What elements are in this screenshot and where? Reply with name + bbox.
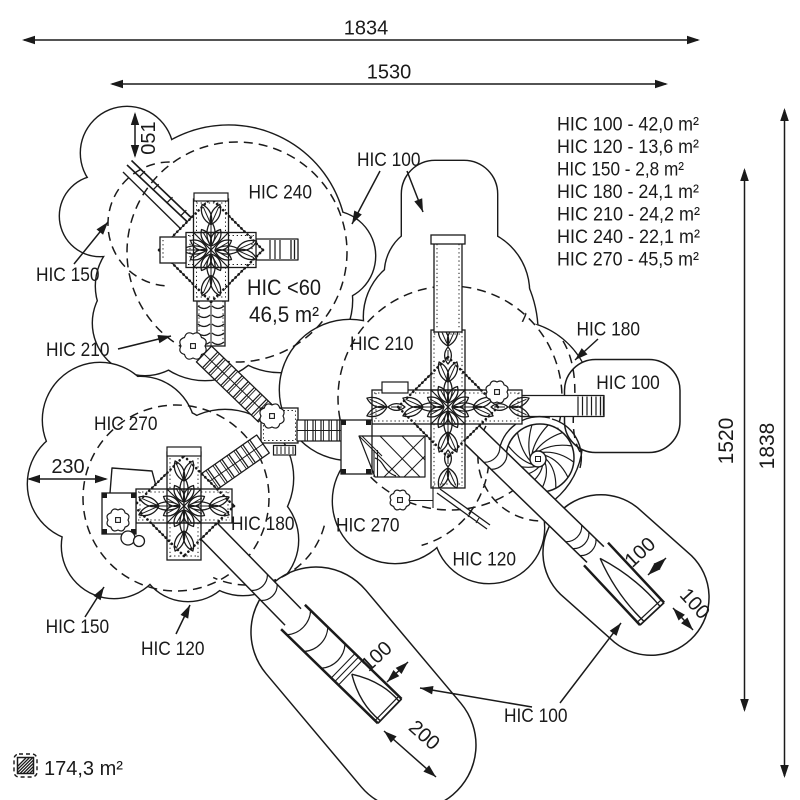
- svg-text:HIC 150: HIC 150: [46, 617, 110, 638]
- svg-text:HIC <60: HIC <60: [247, 275, 321, 300]
- svg-text:230: 230: [51, 456, 84, 478]
- svg-text:HIC 100: HIC 100: [504, 706, 568, 727]
- svg-text:051: 051: [138, 121, 160, 154]
- svg-text:HIC 240 - 22,1 m²: HIC 240 - 22,1 m²: [557, 227, 700, 248]
- svg-text:HIC 180: HIC 180: [577, 320, 641, 341]
- svg-text:HIC 100 - 42,0 m²: HIC 100 - 42,0 m²: [557, 115, 699, 136]
- svg-text:HIC 180 - 24,1 m²: HIC 180 - 24,1 m²: [557, 182, 699, 203]
- svg-text:HIC 120: HIC 120: [453, 550, 517, 571]
- svg-text:1834: 1834: [344, 18, 389, 40]
- svg-text:HIC 120 - 13,6 m²: HIC 120 - 13,6 m²: [557, 137, 699, 158]
- svg-text:46,5 m²: 46,5 m²: [249, 302, 319, 327]
- svg-text:1530: 1530: [367, 62, 412, 84]
- svg-text:HIC 210 - 24,2 m²: HIC 210 - 24,2 m²: [557, 205, 700, 226]
- svg-text:HIC 150 - 2,8 m²: HIC 150 - 2,8 m²: [557, 160, 684, 181]
- svg-text:1520: 1520: [715, 418, 738, 465]
- svg-text:HIC 210: HIC 210: [46, 340, 110, 361]
- svg-text:HIC 210: HIC 210: [350, 334, 414, 355]
- svg-text:HIC 100: HIC 100: [596, 373, 660, 394]
- svg-text:1838: 1838: [756, 423, 779, 470]
- svg-text:HIC 270: HIC 270: [94, 414, 158, 435]
- svg-text:HIC 150: HIC 150: [36, 265, 100, 286]
- svg-text:HIC 100: HIC 100: [357, 150, 421, 171]
- svg-text:HIC 180: HIC 180: [231, 514, 295, 535]
- svg-text:HIC 270: HIC 270: [336, 516, 400, 537]
- svg-text:HIC 270 - 45,5 m²: HIC 270 - 45,5 m²: [557, 250, 699, 271]
- svg-text:HIC 240: HIC 240: [249, 183, 313, 204]
- svg-text:174,3 m²: 174,3 m²: [44, 758, 123, 780]
- svg-text:HIC 120: HIC 120: [141, 639, 205, 660]
